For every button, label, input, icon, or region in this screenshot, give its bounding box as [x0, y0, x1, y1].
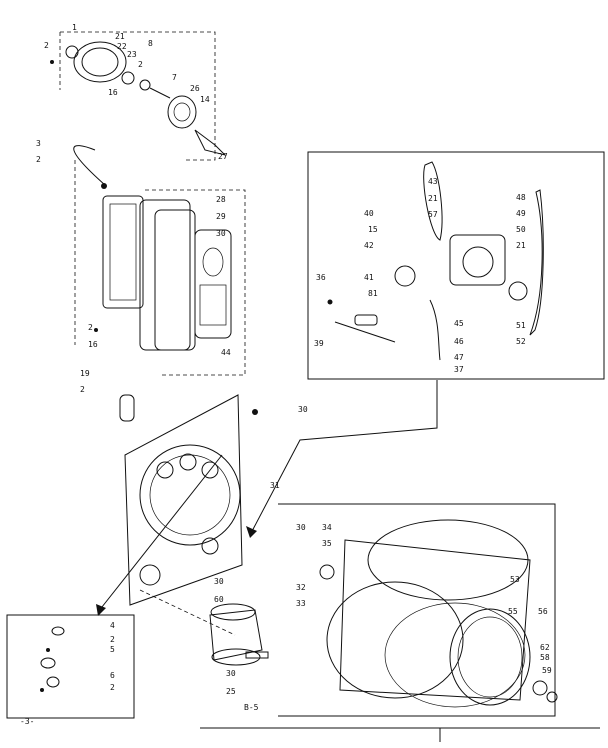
part-label: 62	[540, 643, 550, 652]
part-label: 60	[214, 595, 224, 604]
part-label: 30	[216, 229, 226, 238]
part-label: 8	[148, 39, 153, 48]
part-label: 30	[214, 577, 224, 586]
part-label: 32	[296, 583, 306, 592]
part-label: 3	[36, 139, 41, 148]
part-label: 41	[364, 273, 374, 282]
part-label: 19	[80, 369, 90, 378]
part-label: 26	[190, 84, 200, 93]
part-label: 31	[270, 481, 280, 490]
leader-arrows	[96, 380, 600, 742]
part-label: 25	[226, 687, 236, 696]
part-label: 5	[110, 645, 115, 654]
hardware-inset	[6, 614, 135, 719]
part-label: 34	[322, 523, 332, 532]
part-label: 29	[216, 212, 226, 221]
part-label: 21	[428, 194, 438, 203]
part-label: 58	[540, 653, 550, 662]
page-label: B-5	[244, 703, 259, 712]
drive-motor-inset	[307, 151, 605, 380]
part-label: 21	[115, 32, 125, 41]
part-label: 44	[221, 348, 231, 357]
part-label: 16	[108, 88, 118, 97]
part-label: 30	[226, 669, 236, 678]
blower-assembly	[50, 31, 227, 161]
part-label: 2	[110, 683, 115, 692]
part-label: 30	[296, 523, 306, 532]
part-label: 53	[510, 575, 520, 584]
part-label: 43	[428, 177, 438, 186]
part-label: 35	[322, 539, 332, 548]
part-label: 33	[296, 599, 306, 608]
part-label: 42	[364, 241, 374, 250]
part-label: 2	[36, 155, 41, 164]
part-label: 4	[110, 621, 115, 630]
part-label: 46	[454, 337, 464, 346]
part-label: 27	[218, 152, 228, 161]
drum-group	[278, 503, 558, 717]
part-label: 6	[110, 671, 115, 680]
part-label: 2	[138, 60, 143, 69]
part-label: 2	[88, 323, 93, 332]
part-label: 1	[72, 23, 77, 32]
part-label: 48	[516, 193, 526, 202]
part-label: 50	[516, 225, 526, 234]
part-label: 49	[516, 209, 526, 218]
part-label: 2	[44, 41, 49, 50]
part-label: 22	[117, 42, 127, 51]
part-label: 16	[88, 340, 98, 349]
part-label: 55	[508, 607, 518, 616]
rear-bulkhead	[119, 394, 258, 636]
part-label: 45	[454, 319, 464, 328]
part-label: 56	[538, 607, 548, 616]
part-label: 21	[516, 241, 526, 250]
part-label: 23	[127, 50, 137, 59]
part-label: 57	[428, 210, 438, 219]
part-label: 14	[200, 95, 210, 104]
part-label: 30	[298, 405, 308, 414]
part-label: 40	[364, 209, 374, 218]
part-label: 15	[368, 225, 378, 234]
part-label: 81	[368, 289, 378, 298]
part-label: 37	[454, 365, 464, 374]
part-label: 2	[80, 385, 85, 394]
part-label: 39	[314, 339, 324, 348]
part-label: 28	[216, 195, 226, 204]
part-label: 7	[172, 73, 177, 82]
part-label: 51	[516, 321, 526, 330]
capacitor	[209, 603, 269, 666]
part-label: 47	[454, 353, 464, 362]
part-label: 36	[316, 273, 326, 282]
part-number-labels: 1 21 22 2 23 8 2 16 7 26 14 27 3 2 28 29…	[20, 23, 552, 726]
corner-label: -3-	[20, 717, 34, 726]
front-bulkhead-group	[73, 145, 246, 376]
part-label: 52	[516, 337, 526, 346]
part-label: 59	[542, 666, 552, 675]
part-label: 2	[110, 635, 115, 644]
